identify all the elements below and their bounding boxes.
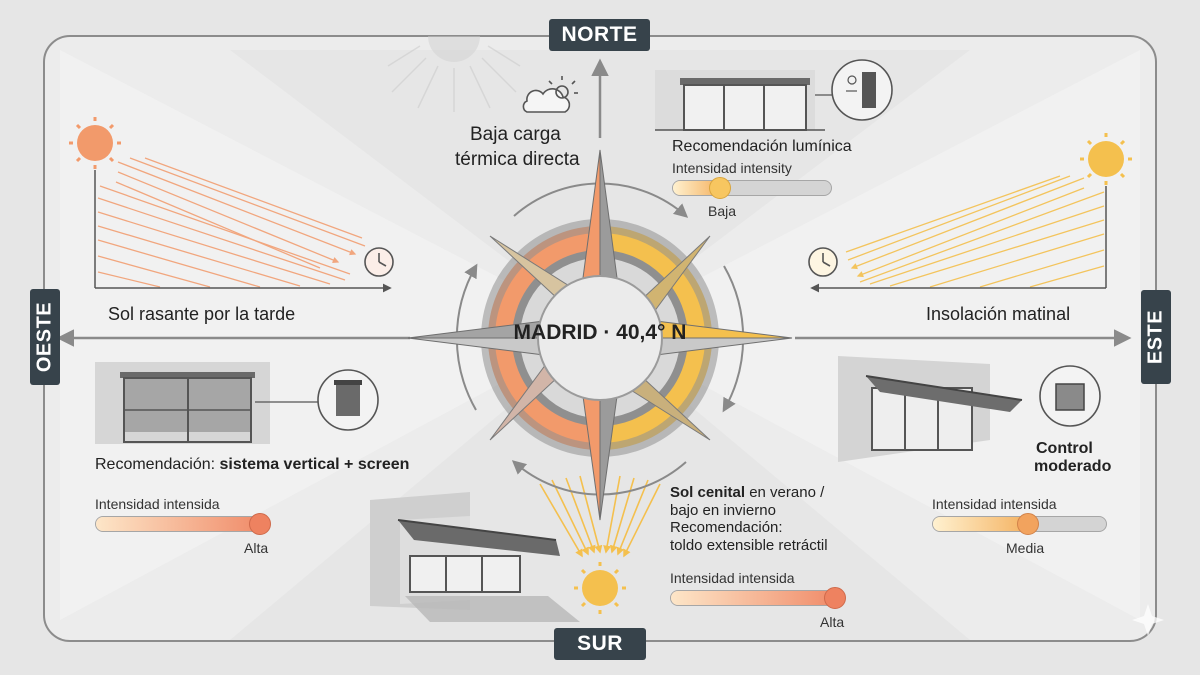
east-sun-icon (1080, 133, 1132, 185)
east-intensity-label: Intensidad intensida (932, 496, 1057, 512)
north-faint-sun-icon (387, 36, 521, 112)
north-caption-line1: Baja carga (470, 124, 561, 145)
west-intensity-label: Intensidad intensida (95, 496, 220, 512)
east-clock-icon (808, 247, 838, 277)
south-awning-illustration (370, 492, 580, 622)
west-level-label: Alta (244, 540, 269, 556)
west-label-text: OESTE (33, 301, 56, 373)
north-caption-line2: térmica directa (455, 149, 580, 170)
east-control-line2: moderado (1034, 458, 1112, 475)
south-line1-bold: Sol cenital (670, 484, 746, 501)
west-label: OESTE (30, 289, 60, 385)
east-awning-illustration (838, 356, 1101, 462)
east-intensity-knob (1017, 513, 1040, 535)
west-caption: Sol rasante por la tarde (108, 304, 296, 324)
east-level-label: Media (1006, 540, 1045, 556)
west-intensity-slider (95, 513, 272, 535)
south-sun-icon (574, 562, 626, 614)
south-label: SUR (554, 628, 646, 660)
east-sun-rays (845, 175, 1105, 288)
west-recommendation: Recomendación: sistema vertical + screen (95, 456, 409, 474)
west-recommendation-system: sistema vertical + screen (219, 456, 410, 473)
south-line1-rest: en verano / (745, 484, 825, 501)
west-intensity-knob (249, 513, 272, 535)
south-line3: Recomendación: (670, 519, 783, 536)
north-intensity-knob (709, 177, 732, 199)
west-vertical-screen-illustration (95, 362, 379, 444)
south-intensity-knob (824, 587, 847, 609)
north-intensity-slider (672, 177, 832, 199)
west-sun-icon (69, 117, 121, 169)
east-caption: Insolación matinal (926, 304, 1071, 324)
east-intensity-slider (932, 513, 1107, 535)
sparkle-logo-icon (1132, 604, 1164, 636)
east-label-text: ESTE (1144, 309, 1167, 365)
center-location-label: MADRID · 40,4° N (513, 321, 687, 344)
west-clock-icon (364, 247, 394, 277)
north-intensity-label: Intensidad intensity (672, 160, 792, 176)
west-sun-rays (97, 157, 366, 288)
west-recommendation-prefix: Recomendación: (95, 456, 220, 473)
south-level-label: Alta (820, 614, 845, 630)
south-intensity-label: Intensidad intensida (670, 570, 795, 586)
compass-rose (407, 149, 793, 521)
north-card-title: Recomendación lumínica (672, 138, 852, 155)
south-line2: bajo en invierno (670, 502, 776, 519)
south-intensity-slider (670, 587, 847, 609)
east-label: ESTE (1141, 290, 1171, 384)
north-label: NORTE (549, 19, 650, 51)
north-level-label: Baja (708, 203, 737, 219)
north-window-illustration (655, 59, 893, 131)
east-control-line1: Control (1036, 440, 1093, 457)
south-line1: Sol cenital en verano / (670, 484, 824, 501)
south-sun-rays (539, 475, 661, 558)
south-line4: toldo extensible retráctil (670, 537, 828, 554)
cloud-sun-icon (522, 76, 578, 113)
